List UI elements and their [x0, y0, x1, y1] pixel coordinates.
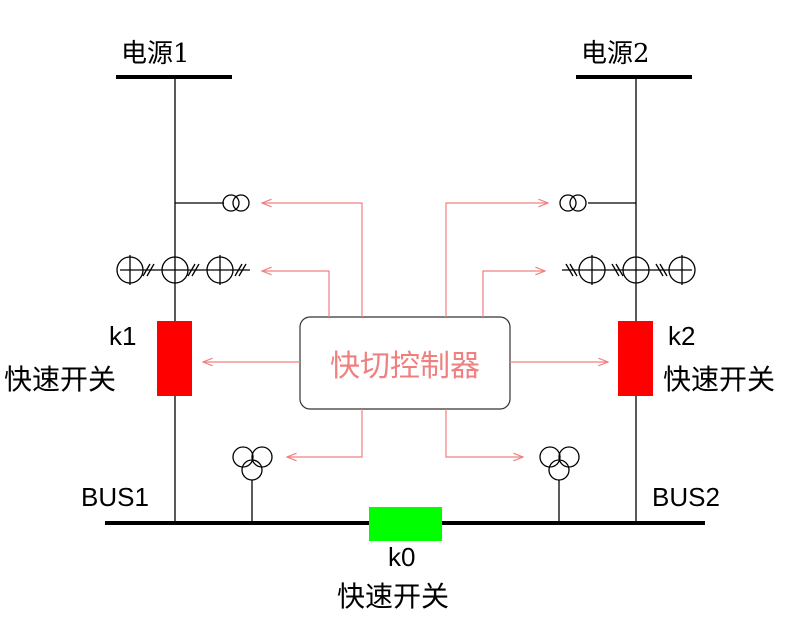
bus-2-label: BUS2 [652, 482, 720, 512]
bus-2-transformer-icon [539, 446, 580, 523]
signal-lines [203, 203, 608, 457]
current-transformers-2-icon [562, 255, 696, 285]
signal-to-voltage-transformer-2 [445, 203, 548, 317]
controller-box[interactable] [299, 316, 511, 410]
voltage-transformer-2-icon [559, 194, 636, 212]
switch-k2[interactable] [618, 321, 653, 396]
switch-k1[interactable] [157, 321, 192, 396]
switch-k2-id: k2 [668, 321, 695, 351]
signal-to-current-transformers-1 [262, 271, 330, 317]
switch-k1-desc: 快速开关 [4, 363, 116, 396]
bus-1-transformer-icon [232, 446, 273, 523]
signal-to-current-transformers-2 [482, 271, 545, 317]
switch-k0-desc: 快速开关 [337, 580, 449, 613]
source-2-label: 电源2 [581, 39, 650, 69]
switch-k0-id: k0 [388, 542, 415, 572]
switch-k0[interactable] [369, 507, 442, 541]
bus-1-label: BUS1 [81, 482, 149, 512]
switch-k2-desc: 快速开关 [663, 363, 775, 396]
source-1-label: 电源1 [121, 39, 190, 69]
controller-label: 快切控制器 [330, 349, 480, 384]
signal-to-voltage-transformer-1 [262, 203, 363, 317]
signal-to-bus-1-transformer [287, 409, 363, 457]
signal-to-bus-2-transformer [445, 409, 523, 457]
voltage-transformer-1-icon [175, 194, 250, 212]
current-transformers-1-icon [116, 255, 250, 285]
switch-k1-id: k1 [109, 321, 136, 351]
